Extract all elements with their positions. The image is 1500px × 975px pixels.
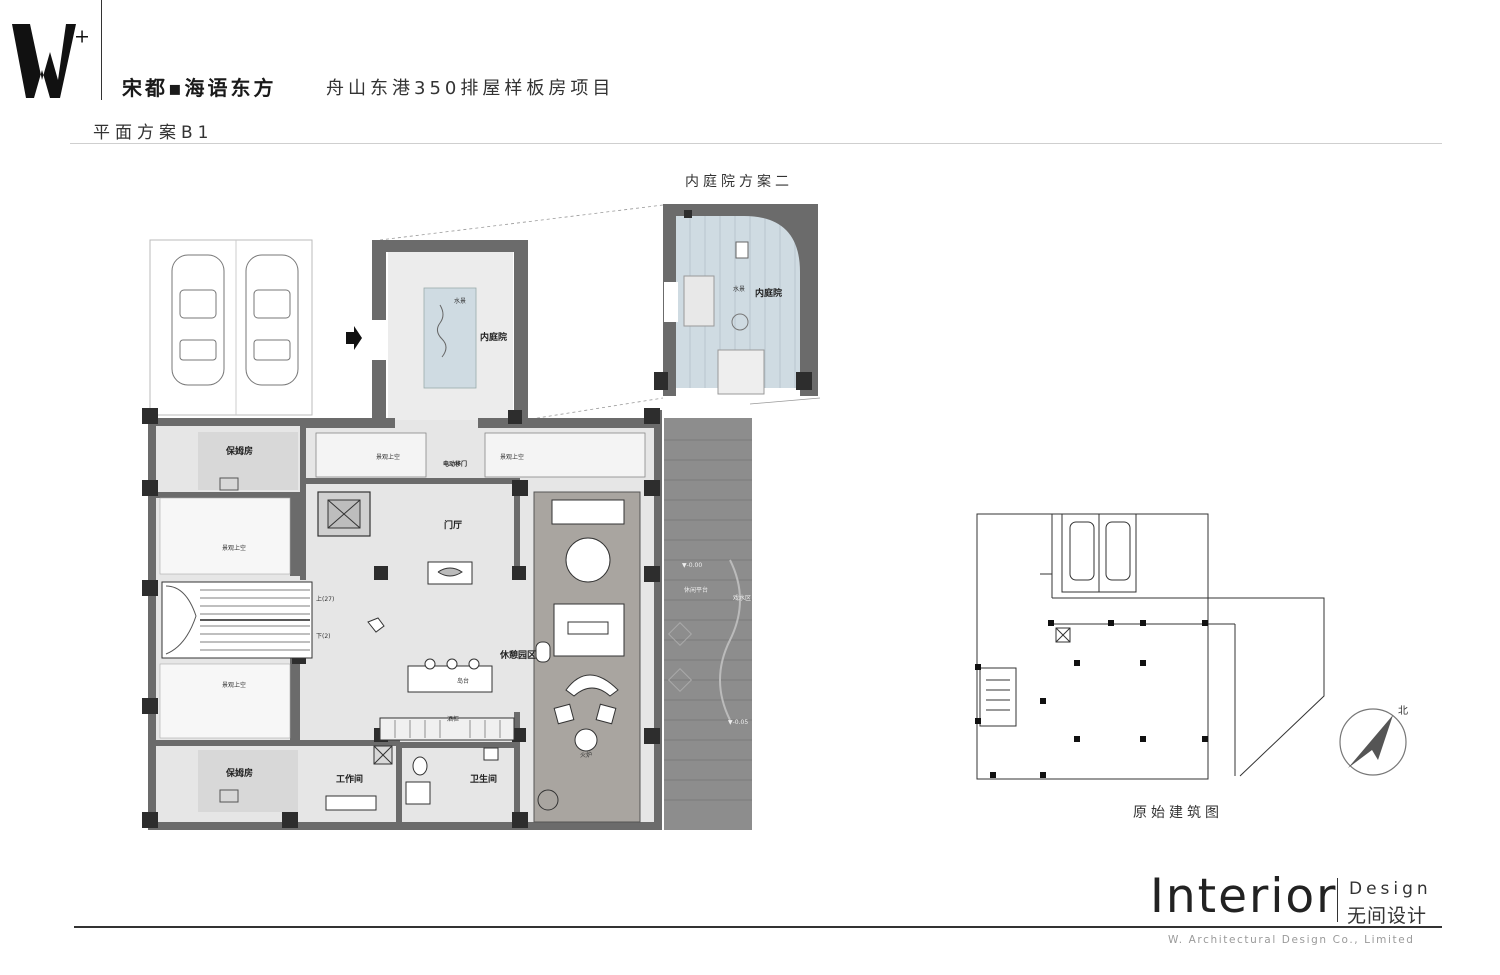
room-label-power-door: 电动移门 — [443, 460, 467, 468]
island-counter — [407, 665, 493, 693]
label-stair-down: 下(2) — [316, 633, 331, 640]
company-name: W. Architectural Design Co., Limited — [1168, 934, 1415, 946]
label-water-area: 戏水区 — [733, 594, 751, 602]
label-elevation-2: ▼-0.05 — [728, 719, 748, 726]
courtyard-option-plan — [654, 204, 818, 396]
footer-divider — [74, 926, 1442, 928]
room-label-nanny-room-2: 保姆房 — [225, 767, 253, 779]
label-void-4: 景观上空 — [222, 681, 246, 689]
brand-wordmark: Interior — [1150, 869, 1338, 924]
label-void-2: 景观上空 — [500, 453, 524, 461]
compass-label: 北 — [1398, 705, 1408, 717]
original-building-caption: 原始建筑图 — [1133, 805, 1223, 821]
logo-divider — [101, 0, 102, 100]
label-void-3: 景观上空 — [222, 544, 246, 552]
room-label-courtyard-option: 内庭院 — [755, 287, 782, 299]
car-icon — [245, 254, 299, 386]
courtyard-option-caption: 内庭院方案二 — [685, 174, 793, 190]
project-subtitle: 舟山东港350排屋样板房项目 — [326, 78, 615, 99]
entry-arrow-icon — [346, 326, 362, 350]
wine-cabinet — [379, 717, 515, 741]
room-label-utility-room: 工作间 — [336, 773, 363, 785]
plan-label: 平面方案B1 — [93, 123, 214, 143]
label-water-feature-2: 水景 — [733, 285, 745, 293]
header-divider — [70, 143, 1442, 144]
label-fire-pit: 火炉 — [580, 751, 592, 759]
label-wine-cabinet: 酒柜 — [447, 715, 459, 723]
staircase — [161, 581, 313, 659]
label-leisure-platform: 休闲平台 — [684, 586, 708, 594]
north-arrow-icon — [1339, 708, 1407, 776]
brand-divider — [1337, 878, 1338, 922]
deck-area — [664, 418, 752, 830]
garage — [149, 239, 313, 416]
room-label-inner-courtyard: 内庭院 — [480, 331, 507, 343]
water-feature — [423, 287, 477, 389]
label-elevation-1: ▼-0.00 — [682, 562, 702, 569]
elevator-icon — [317, 491, 371, 537]
brand-chinese-name: 无间设计 — [1347, 905, 1428, 927]
room-label-bathroom: 卫生间 — [470, 773, 497, 785]
label-void-1: 景观上空 — [376, 453, 400, 461]
room-label-foyer: 门厅 — [444, 519, 462, 531]
project-title: 宋都▪海语东方 — [122, 76, 277, 100]
room-label-lounge: 休憩园区 — [499, 649, 536, 661]
label-island: 岛台 — [457, 677, 469, 685]
room-label-nanny-room: 保姆房 — [225, 445, 253, 457]
original-building-plan — [976, 513, 1325, 780]
lounge-area — [533, 491, 641, 823]
label-stair-up: 上(27) — [316, 595, 334, 603]
label-water-feature: 水景 — [454, 297, 466, 305]
brand-design-label: Design — [1349, 879, 1432, 899]
car-icon — [171, 254, 225, 386]
w-plus-logo-icon — [12, 24, 88, 98]
